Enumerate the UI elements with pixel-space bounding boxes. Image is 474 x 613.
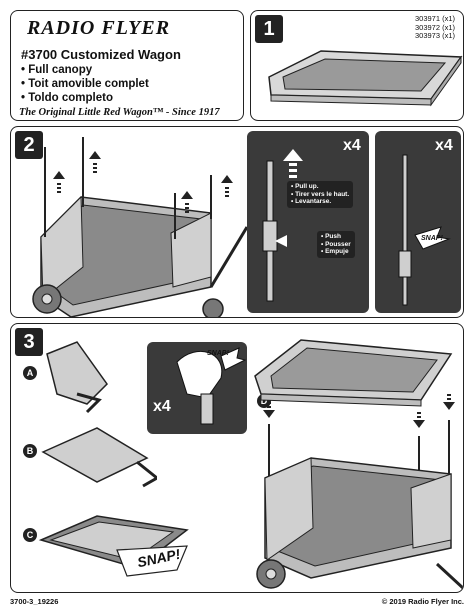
canopy-illustration — [268, 50, 463, 107]
step-1-panel: 1 303971 (x1) 303972 (x1) 303973 (x1) — [250, 10, 464, 121]
push-line-2: • Pousser — [321, 240, 351, 248]
part-3: 303973 (x1) — [415, 31, 456, 40]
assembled-wagon-graphic — [254, 339, 463, 590]
push-line-3: • Empuje — [321, 248, 349, 255]
qty-label-3: x4 — [153, 398, 171, 415]
step-2-number: 2 — [15, 131, 43, 159]
doc-id: 3700-3_19226 — [10, 597, 59, 606]
bullet-1: • Full canopy — [21, 64, 93, 76]
inset-pull-push: x4 • Pull up. • Tirer vers le haut. • Le… — [247, 131, 369, 313]
push-line-1: • Push — [321, 233, 341, 240]
qty-label-a: x4 — [343, 137, 361, 154]
bullet-2: • Toit amovible complet — [21, 78, 149, 90]
copyright: © 2019 Radio Flyer Inc. — [381, 597, 464, 606]
inset-snap-x4: x4 SNAP! — [147, 342, 247, 434]
step-2-panel: 2 x4 — [10, 126, 464, 318]
pull-instructions: • Pull up. • Tirer vers le haut. • Levan… — [287, 181, 354, 208]
pull-line-3: • Levantarse. — [291, 198, 332, 205]
substep-b-graphic — [41, 427, 157, 488]
step-3-number: 3 — [15, 328, 43, 356]
inset-snap: x4 SNAP! — [375, 131, 461, 313]
part-2: 303972 (x1) — [415, 22, 456, 32]
hand-post-graphic — [176, 347, 247, 425]
model-title: #3700 Customized Wagon — [21, 47, 181, 62]
push-instructions: • Push • Pousser • Empuje — [317, 231, 355, 258]
qty-label-b: x4 — [435, 137, 453, 154]
substep-a-badge: A — [23, 366, 37, 380]
pull-line-1: • Pull up. — [291, 183, 319, 190]
substep-a-graphic — [46, 341, 108, 414]
parts-list: 303971 (x1) 303972 (x1) 303973 (x1) — [415, 14, 456, 41]
snap-post-graphic — [398, 154, 451, 306]
pull-line-2: • Tirer vers le haut. — [291, 190, 350, 198]
brand-logo — [25, 15, 225, 48]
step-3-panel: 3 A B C SNAP! x4 SNAP! D — [10, 323, 464, 593]
header-box: RADIO FLYER #3700 Customized Wagon • Ful… — [10, 10, 244, 121]
snap-label-3a: SNAP! — [207, 350, 229, 357]
part-1: 303971 (x1) — [415, 14, 456, 23]
snap-label-2: SNAP! — [421, 235, 443, 242]
step-1-number: 1 — [255, 15, 283, 43]
substep-c-badge: C — [23, 528, 37, 542]
post-detail-graphic — [262, 149, 303, 302]
tagline: The Original Little Red Wagon™ - Since 1… — [19, 107, 220, 118]
substep-b-badge: B — [23, 444, 37, 458]
substep-c-graphic — [38, 515, 189, 577]
wagon-illustration — [32, 137, 249, 317]
bullet-3: • Toldo completo — [21, 92, 113, 104]
brand-logo-graphic — [25, 17, 225, 41]
brand-name: RADIO FLYER — [27, 17, 171, 39]
